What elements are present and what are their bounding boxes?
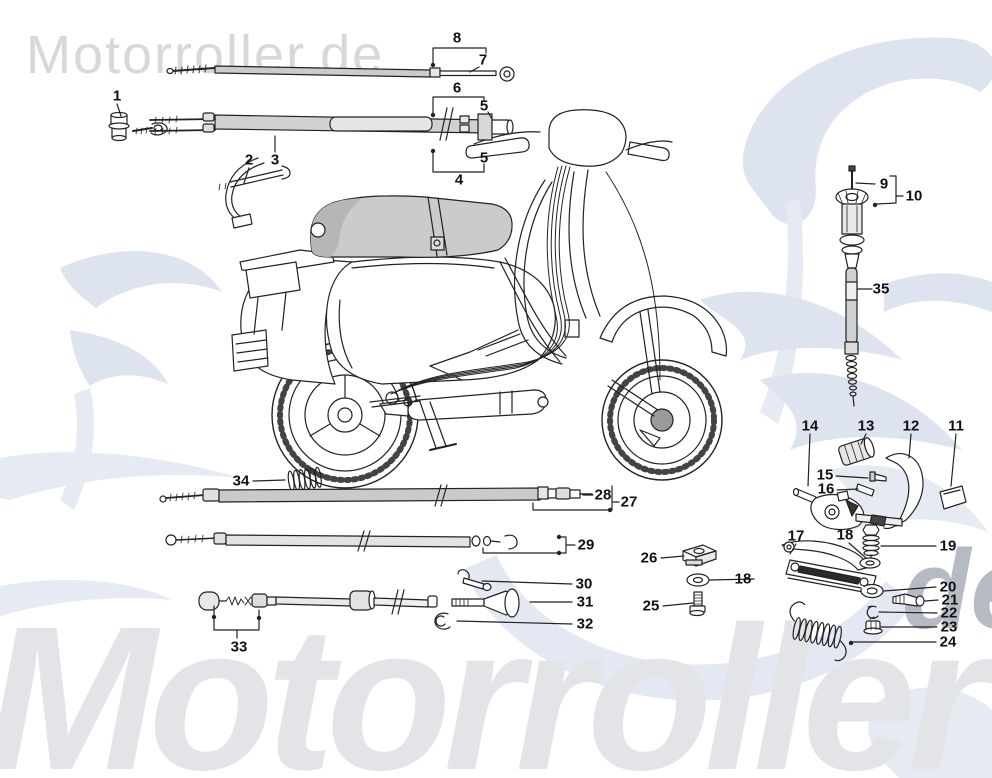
part-drawing-31-33 (198, 588, 520, 618)
seat (310, 195, 513, 258)
center-stand (419, 401, 457, 451)
part-drawing-1 (108, 111, 168, 142)
part-drawing-32 (434, 612, 451, 630)
handlebar (465, 109, 673, 167)
control-cables (390, 165, 661, 395)
part-drawing-2 (218, 157, 291, 229)
front-fender (599, 295, 728, 357)
wing-right-large (700, 291, 992, 778)
scooter-illustration (231, 109, 728, 489)
part-drawing-27-28 (159, 484, 593, 507)
part-drawing-9-10-35 (835, 165, 869, 407)
side-cowl (325, 256, 556, 385)
part-drawing-30 (457, 569, 492, 592)
part-drawing-26-18-25 (682, 544, 717, 617)
leader-lines (116, 47, 957, 646)
wing-top-right (742, 37, 992, 424)
speedo-cable-coil (845, 354, 858, 407)
part-drawing-pedal-cluster (781, 437, 967, 662)
wing-bottom-center (0, 554, 915, 701)
part-drawing-3 (149, 107, 514, 141)
wing-left (0, 251, 240, 510)
part-drawing-29 (165, 530, 518, 552)
rear-rack (231, 249, 335, 372)
front-wheel (601, 359, 723, 481)
swingarm-linkage (369, 391, 421, 408)
part-drawing-8-7 (166, 64, 515, 82)
